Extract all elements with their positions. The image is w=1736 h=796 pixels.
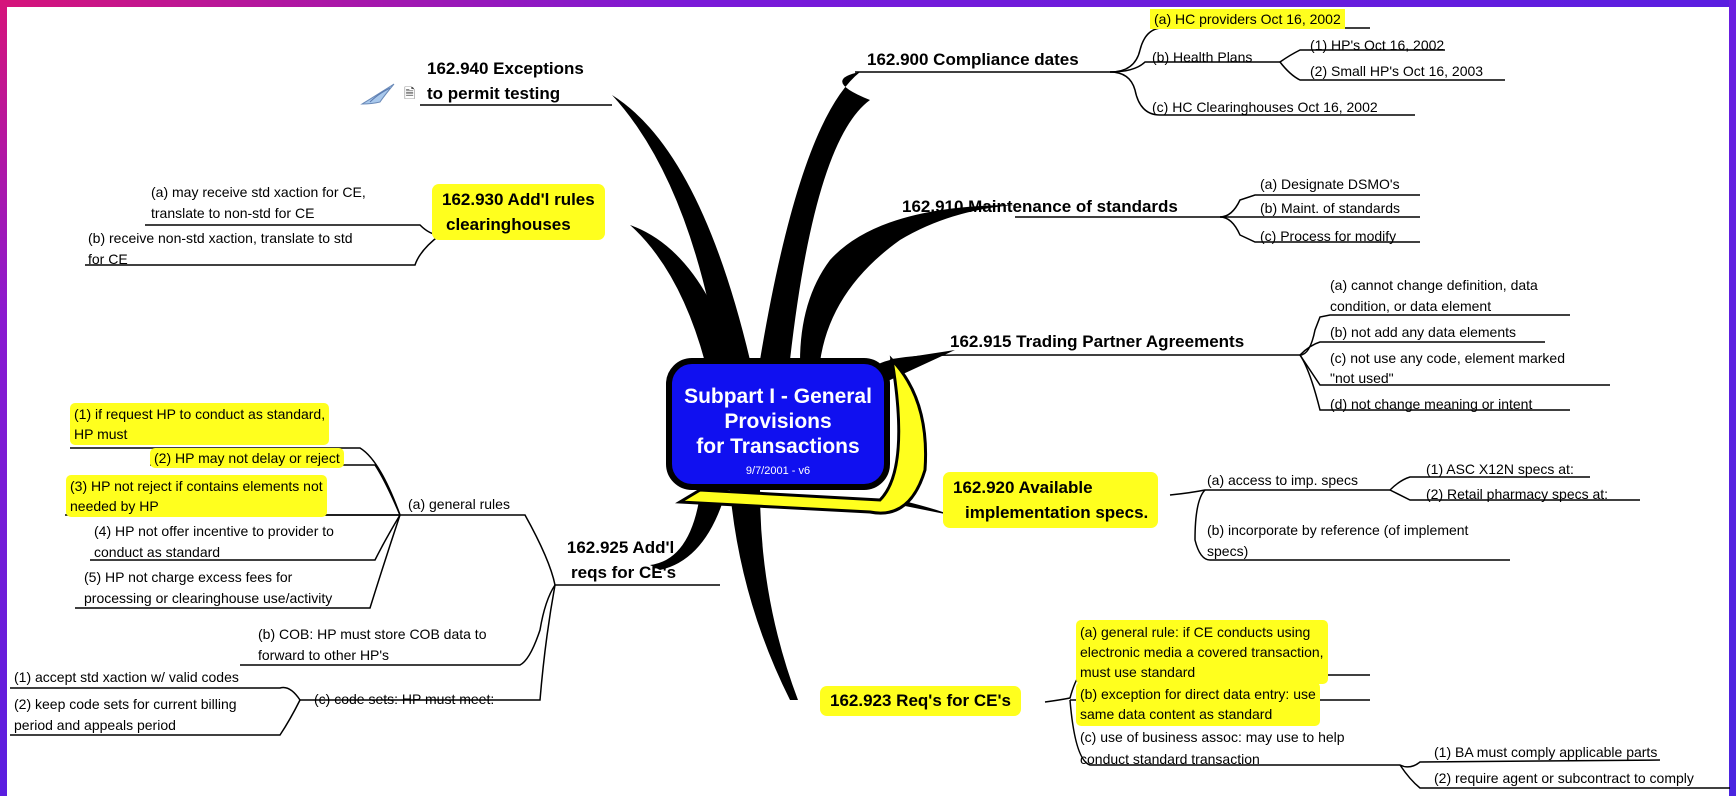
branch-925-a3-line2: needed by HP bbox=[70, 498, 159, 514]
branch-915-c-line1[interactable]: (c) not use any code, element marked bbox=[1330, 350, 1566, 366]
branch-930-b-line1: (b) receive non-std xaction, translate t… bbox=[88, 230, 353, 246]
branch-925-a3[interactable]: (3) HP not reject if contains elements n… bbox=[66, 475, 327, 517]
branch-900-title[interactable]: 162.900 Compliance dates bbox=[867, 50, 1079, 69]
frame-left bbox=[0, 0, 7, 796]
branch-910-a[interactable]: (a) Designate DSMO's bbox=[1260, 176, 1400, 192]
branch-925-title[interactable]: 162.925 Add'l reqs for CE's bbox=[565, 535, 676, 585]
branch-923-b[interactable]: (b) exception for direct data entry: use… bbox=[1076, 682, 1320, 726]
branch-910-b[interactable]: (b) Maint. of standards bbox=[1260, 200, 1401, 216]
branch-930-title-line1: 162.930 Add'l rules bbox=[442, 190, 595, 209]
branch-920-b-line1[interactable]: (b) incorporate by reference (of impleme… bbox=[1207, 522, 1469, 538]
branch-925-title-line2: reqs for CE's bbox=[571, 563, 677, 582]
branch-915-title[interactable]: 162.915 Trading Partner Agreements bbox=[950, 332, 1245, 351]
branch-925-c2-line1: (2) keep code sets for current billing bbox=[14, 696, 237, 712]
branch-925-a4-line1: (4) HP not offer incentive to provider t… bbox=[94, 523, 334, 539]
branch-925-a1[interactable]: (1) if request HP to conduct as standard… bbox=[70, 403, 330, 445]
branch-930-a-line2: translate to non-std for CE bbox=[151, 205, 315, 221]
branch-925-c1[interactable]: (1) accept std xaction w/ valid codes bbox=[14, 669, 239, 685]
branch-930-b[interactable]: (b) receive non-std xaction, translate t… bbox=[88, 228, 353, 270]
branch-925-b-line1: (b) COB: HP must store COB data to bbox=[258, 626, 487, 642]
branch-925-a5-line1: (5) HP not charge excess fees for bbox=[84, 569, 293, 585]
branch-923-c2[interactable]: (2) require agent or subcontract to comp… bbox=[1434, 770, 1694, 786]
branch-923-c1[interactable]: (1) BA must comply applicable parts bbox=[1434, 744, 1658, 760]
branch-910-c[interactable]: (c) Process for modify bbox=[1260, 228, 1397, 244]
branch-930-title-line2: clearinghouses bbox=[446, 215, 571, 234]
frame-right bbox=[1729, 0, 1736, 796]
branch-920-b-line2[interactable]: specs) bbox=[1207, 543, 1249, 559]
branch-925-c[interactable]: (c) code sets: HP must meet: bbox=[314, 691, 495, 707]
branch-923-c-line2[interactable]: conduct standard transaction bbox=[1080, 751, 1260, 767]
branch-925-c2-line2: period and appeals period bbox=[14, 717, 176, 733]
branch-925-title-line1: 162.925 Add'l bbox=[566, 538, 675, 557]
branch-915-a-line1[interactable]: (a) cannot change definition, data bbox=[1330, 277, 1538, 293]
branch-925-b[interactable]: (b) COB: HP must store COB data to forwa… bbox=[258, 624, 486, 666]
branch-925-a3-line1: (3) HP not reject if contains elements n… bbox=[70, 478, 323, 494]
frame-top bbox=[0, 0, 1736, 7]
branch-925-a1-line2: HP must bbox=[74, 426, 128, 442]
branch-923-c-line1[interactable]: (c) use of business assoc: may use to he… bbox=[1080, 729, 1345, 745]
branch-925-a5-line2: processing or clearinghouse use/activity bbox=[84, 590, 333, 606]
branch-900-c[interactable]: (c) HC Clearinghouses Oct 16, 2002 bbox=[1152, 99, 1378, 115]
branch-923-b-line2: same data content as standard bbox=[1080, 706, 1273, 722]
branch-930-title[interactable]: 162.930 Add'l rules clearinghouses bbox=[432, 184, 605, 240]
branch-940-title-line1: 162.940 Exceptions bbox=[427, 59, 584, 78]
branch-923-a[interactable]: (a) general rule: if CE conducts using e… bbox=[1076, 620, 1328, 684]
branch-925-a4-line2: conduct as standard bbox=[94, 544, 221, 560]
branch-925-a4[interactable]: (4) HP not offer incentive to provider t… bbox=[94, 521, 334, 563]
central-topic-date: 9/7/2001 - v6 bbox=[745, 465, 811, 477]
branch-930-a-line1: (a) may receive std xaction for CE, bbox=[151, 184, 366, 200]
branch-915-b[interactable]: (b) not add any data elements bbox=[1330, 324, 1517, 340]
branch-930-b-line2: for CE bbox=[88, 251, 128, 267]
branch-920-a1[interactable]: (1) ASC X12N specs at: bbox=[1426, 461, 1574, 477]
branch-900-b2[interactable]: (2) Small HP's Oct 16, 2003 bbox=[1310, 63, 1484, 79]
branch-920-a[interactable]: (a) access to imp. specs bbox=[1207, 472, 1358, 488]
branch-915-d[interactable]: (d) not change meaning or intent bbox=[1330, 396, 1533, 412]
branch-915-c-line2[interactable]: "not used" bbox=[1330, 370, 1394, 386]
branch-923-a-line1: (a) general rule: if CE conducts using bbox=[1080, 624, 1311, 640]
branch-920-a2[interactable]: (2) Retail pharmacy specs at: bbox=[1426, 486, 1609, 502]
branch-930-a[interactable]: (a) may receive std xaction for CE, tran… bbox=[151, 182, 366, 224]
note-icon: 🗎 bbox=[404, 85, 416, 101]
branch-923-b-line1: (b) exception for direct data entry: use bbox=[1080, 686, 1316, 702]
branch-900-a[interactable]: (a) HC providers Oct 16, 2002 bbox=[1150, 9, 1345, 29]
branch-923-title[interactable]: 162.923 Req's for CE's bbox=[820, 686, 1022, 716]
branch-910-title[interactable]: 162.910 Maintenance of standards bbox=[902, 197, 1178, 216]
branch-940-title-line2: to permit testing bbox=[427, 84, 561, 103]
central-topic-title: Subpart I - General Provisions for Trans… bbox=[684, 385, 872, 458]
branch-940-title[interactable]: 162.940 Exceptions to permit testing bbox=[427, 56, 584, 106]
branch-900-b[interactable]: (b) Health Plans bbox=[1152, 49, 1253, 65]
branch-920-title-line2: implementation specs. bbox=[965, 503, 1149, 522]
branch-920-title-line1: 162.920 Available bbox=[953, 478, 1093, 497]
branch-925-a2[interactable]: (2) HP may not delay or reject bbox=[150, 448, 344, 468]
central-topic[interactable]: Subpart I - General Provisions for Trans… bbox=[666, 358, 890, 490]
branch-915-a-line2[interactable]: condition, or data element bbox=[1330, 298, 1492, 314]
branch-925-a[interactable]: (a) general rules bbox=[408, 496, 510, 512]
branch-925-b-line2: forward to other HP's bbox=[258, 647, 390, 663]
branch-925-a5[interactable]: (5) HP not charge excess fees for proces… bbox=[84, 567, 332, 609]
branch-923-a-line3: must use standard bbox=[1080, 664, 1196, 680]
branch-920-title[interactable]: 162.920 Available implementation specs. bbox=[943, 472, 1159, 528]
branch-900-b1[interactable]: (1) HP's Oct 16, 2002 bbox=[1310, 37, 1445, 53]
branch-923-a-line2: electronic media a covered transaction, bbox=[1080, 644, 1324, 660]
bird-icon bbox=[360, 83, 395, 105]
branch-925-a1-line1: (1) if request HP to conduct as standard… bbox=[74, 406, 326, 422]
branch-925-c2[interactable]: (2) keep code sets for current billing p… bbox=[14, 694, 237, 736]
